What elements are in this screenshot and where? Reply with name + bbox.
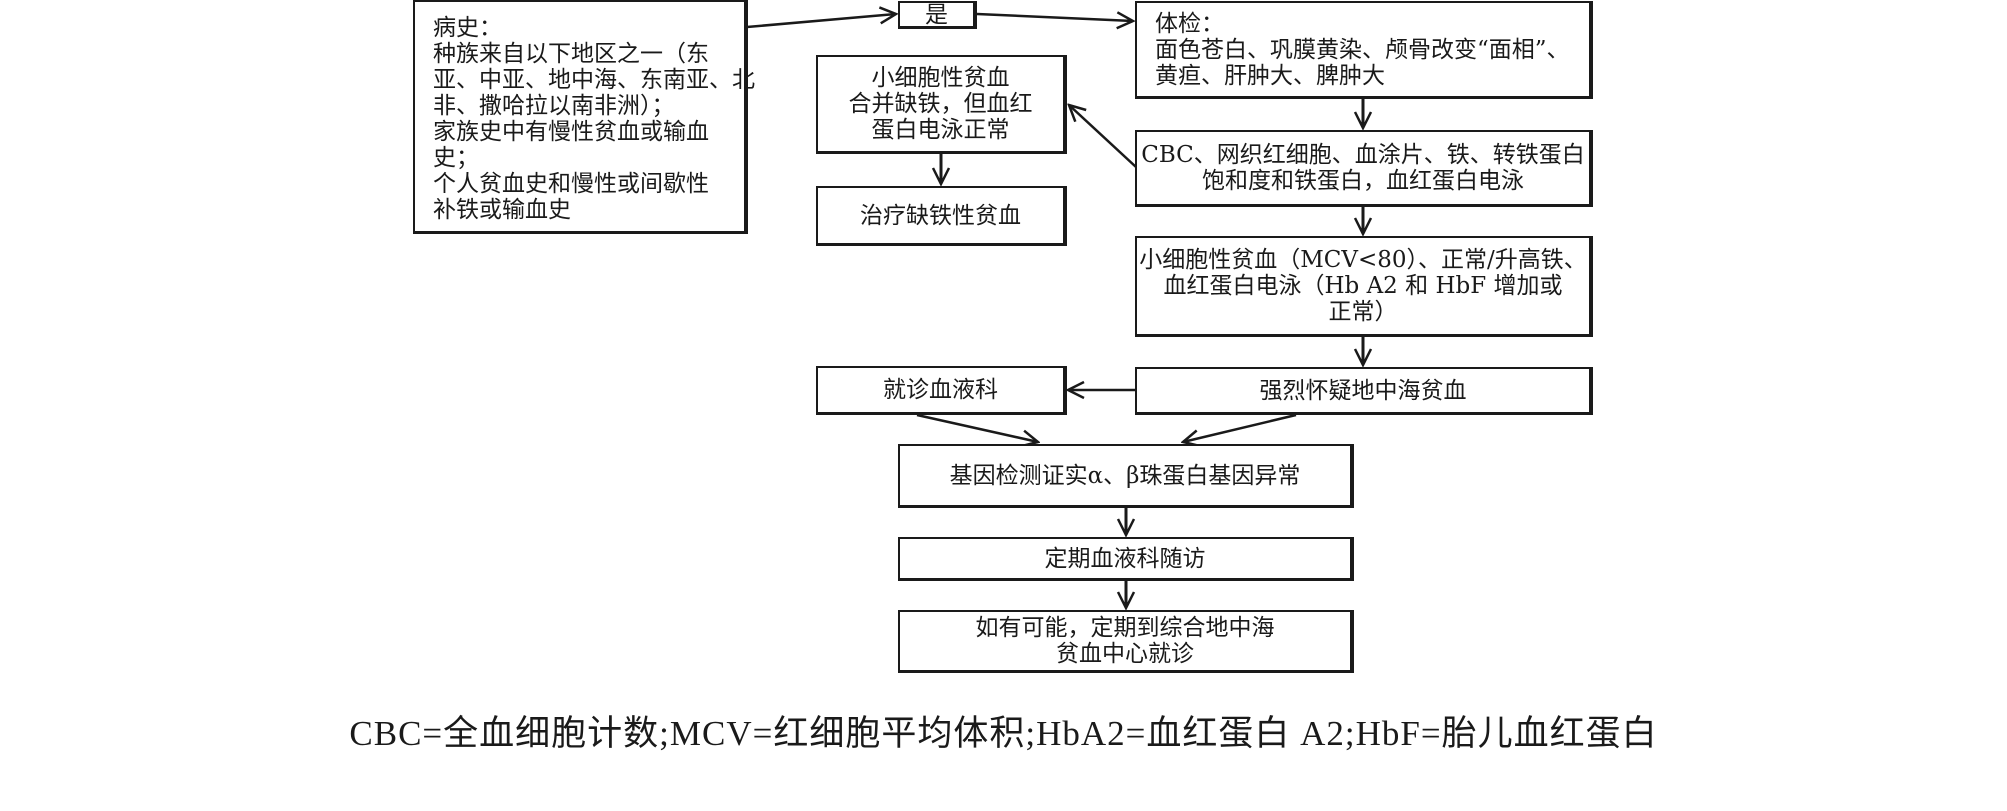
arrow-history-to-yes — [746, 14, 896, 29]
arrow-suspect-to-genetic — [1183, 413, 1297, 442]
genetic-label: 基因检测证实α、β珠蛋白基因异常 — [949, 462, 1301, 489]
suspect-label: 强烈怀疑地中海贫血 — [1259, 377, 1467, 404]
genetic-test-box: 基因检测证实α、β珠蛋白基因异常 — [898, 444, 1354, 508]
history-line: 病史： — [433, 14, 502, 41]
treat-iron-deficiency-box: 治疗缺铁性贫血 — [816, 186, 1067, 246]
microcytic-line: 血红蛋白电泳（Hb A2 和 HbF 增加或 — [1163, 273, 1563, 299]
history-line: 史； — [433, 144, 479, 171]
history-line: 非、撒哈拉以南非洲）； — [433, 92, 675, 119]
thalassemia-center-box: 如有可能，定期到综合地中海 贫血中心就诊 — [898, 610, 1354, 673]
treat-label: 治疗缺铁性贫血 — [860, 202, 1021, 229]
arrow-tests-to-irondef — [1069, 105, 1137, 168]
microcytic-line: 小细胞性贫血（MCV<80）、正常/升高铁、 — [1139, 247, 1587, 273]
history-line: 种族来自以下地区之一（东 — [433, 40, 709, 67]
history-line: 亚、中亚、地中海、东南亚、北 — [433, 66, 755, 93]
footnote-abbreviations: CBC=全血细胞计数;MCV=红细胞平均体积;HbA2=血红蛋白 A2;HbF=… — [349, 714, 1658, 753]
microcytic-line: 正常） — [1328, 299, 1398, 325]
iron-deficiency-line: 小细胞性贫血 — [871, 65, 1010, 91]
exam-line: 面色苍白、巩膜黄染、颅骨改变“面相”、 — [1155, 36, 1570, 63]
exam-box: 体检： 面色苍白、巩膜黄染、颅骨改变“面相”、 黄疸、肝肿大、脾肿大 — [1135, 1, 1593, 99]
history-box: 病史： 种族来自以下地区之一（东 亚、中亚、地中海、东南亚、北 非、撒哈拉以南非… — [413, 0, 755, 234]
arrow-yes-to-exam — [976, 14, 1133, 21]
exam-line: 黄疸、肝肿大、脾肿大 — [1155, 62, 1385, 89]
iron-deficiency-line: 合并缺铁，但血红 — [848, 91, 1033, 117]
history-line: 家族史中有慢性贫血或输血 — [433, 118, 709, 145]
center-line: 如有可能，定期到综合地中海 — [975, 615, 1275, 641]
hematology-label: 就诊血液科 — [883, 377, 998, 403]
tests-line: 饱和度和铁蛋白，血红蛋白电泳 — [1202, 168, 1524, 194]
arrow-hematology-to-genetic — [916, 413, 1038, 442]
yes-box: 是 — [898, 1, 977, 29]
exam-line: 体检： — [1155, 10, 1224, 37]
yes-label: 是 — [925, 1, 948, 28]
microcytic-box: 小细胞性贫血（MCV<80）、正常/升高铁、 血红蛋白电泳（Hb A2 和 Hb… — [1135, 236, 1593, 337]
tests-box: CBC、网织红细胞、血涂片、铁、转铁蛋白 饱和度和铁蛋白，血红蛋白电泳 — [1135, 130, 1593, 207]
hematology-visit-box: 就诊血液科 — [816, 366, 1067, 415]
iron-deficiency-line: 蛋白电泳正常 — [871, 117, 1010, 143]
history-line: 补铁或输血史 — [433, 196, 571, 223]
followup-label: 定期血液科随访 — [1044, 545, 1206, 572]
tests-line: CBC、网织红细胞、血涂片、铁、转铁蛋白 — [1141, 142, 1585, 168]
center-line: 贫血中心就诊 — [1056, 641, 1194, 667]
followup-box: 定期血液科随访 — [898, 537, 1354, 581]
iron-deficiency-box: 小细胞性贫血 合并缺铁，但血红 蛋白电泳正常 — [816, 55, 1067, 154]
history-line: 个人贫血史和慢性或间歇性 — [433, 170, 709, 197]
suspect-thalassemia-box: 强烈怀疑地中海贫血 — [1135, 367, 1593, 415]
